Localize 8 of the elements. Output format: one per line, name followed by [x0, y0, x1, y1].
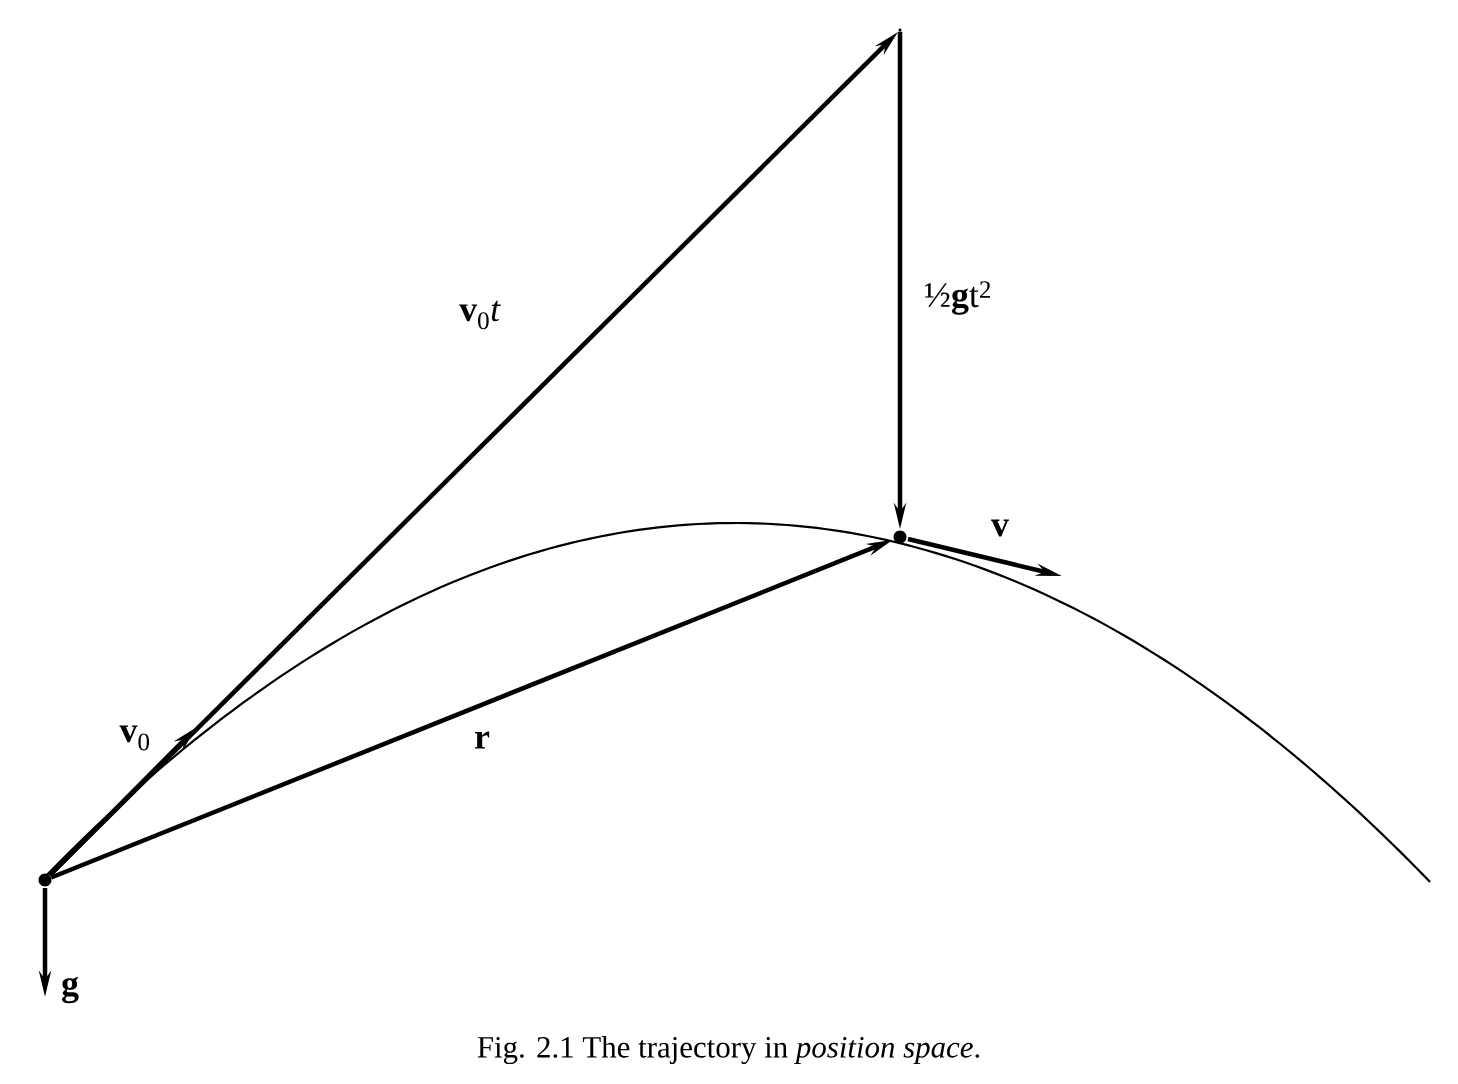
caption: Fig. 2.1 The trajectory in position space.	[477, 1035, 980, 1065]
vector-label: v	[991, 519, 1009, 537]
vector-label: g	[62, 976, 79, 1004]
vector-label: v$_{0}$	[119, 725, 150, 751]
vector-label: v$_{0}$t	[459, 300, 501, 330]
vertex-point	[898, 28, 902, 32]
vector-label: ½gt$^{2}$	[925, 281, 991, 315]
vector-label: r	[475, 731, 490, 749]
